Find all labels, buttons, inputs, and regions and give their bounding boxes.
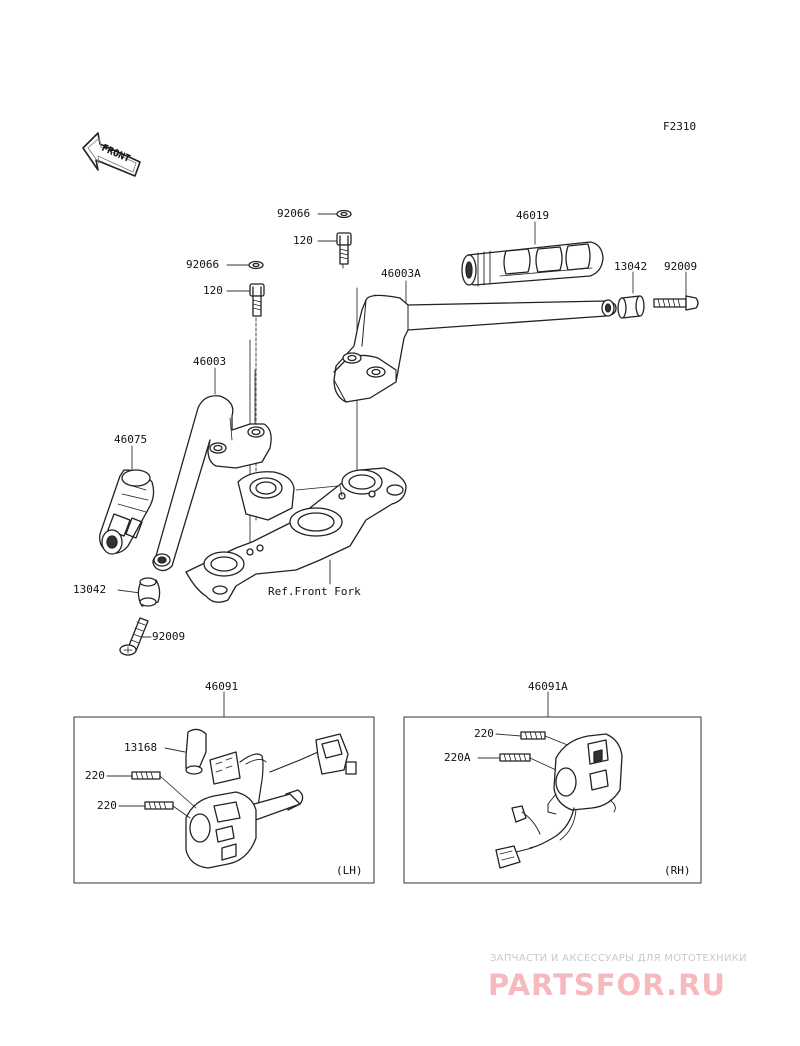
washer-92066-top bbox=[336, 209, 352, 219]
part-label-46003A[interactable]: 46003A bbox=[381, 267, 421, 280]
part-label-220A[interactable]: 220A bbox=[444, 751, 471, 764]
part-label-46019[interactable]: 46019 bbox=[516, 209, 550, 222]
part-label-92066-top[interactable]: 92066 bbox=[277, 207, 311, 220]
steering-stem-clamp bbox=[185, 467, 407, 603]
lh-switch-panel-frame bbox=[73, 716, 375, 884]
diagram-code: F2310 bbox=[663, 120, 697, 133]
bolt-120-left bbox=[249, 283, 265, 317]
left-grip-46075 bbox=[99, 469, 155, 555]
part-label-120-top[interactable]: 120 bbox=[293, 234, 313, 247]
lh-panel-tag: (LH) bbox=[336, 864, 363, 877]
part-label-92066-left[interactable]: 92066 bbox=[186, 258, 220, 271]
part-label-220-lh-lower[interactable]: 220 bbox=[97, 799, 117, 812]
right-handlebar-switch-46091A bbox=[495, 731, 623, 869]
handlebar-46003 bbox=[152, 395, 272, 572]
part-label-46091[interactable]: 46091 bbox=[205, 680, 239, 693]
part-label-220-rh[interactable]: 220 bbox=[474, 727, 494, 740]
part-label-92009-left[interactable]: 92009 bbox=[152, 630, 186, 643]
part-label-120-left[interactable]: 120 bbox=[203, 284, 223, 297]
part-label-13042-right[interactable]: 13042 bbox=[614, 260, 648, 273]
part-label-46003[interactable]: 46003 bbox=[193, 355, 227, 368]
screw-92009-right bbox=[653, 295, 699, 311]
watermark-logo[interactable]: PARTSFOR.RU bbox=[488, 968, 726, 1002]
part-label-13168[interactable]: 13168 bbox=[124, 741, 158, 754]
bar-end-weight-13042-left bbox=[137, 577, 161, 607]
part-label-46091A[interactable]: 46091A bbox=[528, 680, 568, 693]
left-handlebar-switch-46091 bbox=[131, 728, 357, 869]
bolt-120-top bbox=[336, 232, 352, 265]
ref-front-fork-note: Ref.Front Fork bbox=[268, 585, 361, 598]
part-label-220-lh-upper[interactable]: 220 bbox=[85, 769, 105, 782]
washer-92066-left bbox=[248, 260, 264, 270]
bar-end-weight-13042-right bbox=[617, 295, 645, 319]
rh-panel-tag: (RH) bbox=[664, 864, 691, 877]
rh-switch-panel-frame bbox=[403, 716, 702, 884]
part-label-13042-left[interactable]: 13042 bbox=[73, 583, 107, 596]
part-label-92009-right[interactable]: 92009 bbox=[664, 260, 698, 273]
watermark-tagline: ЗАПЧАСТИ И АКСЕССУАРЫ ДЛЯ МОТОТЕХНИКИ bbox=[490, 953, 747, 964]
front-arrow-icon: FRONT bbox=[82, 132, 141, 177]
throttle-grip-46019 bbox=[461, 241, 604, 287]
part-label-46075[interactable]: 46075 bbox=[114, 433, 148, 446]
handlebar-46003A bbox=[333, 294, 617, 403]
screw-92009-left bbox=[119, 617, 149, 656]
